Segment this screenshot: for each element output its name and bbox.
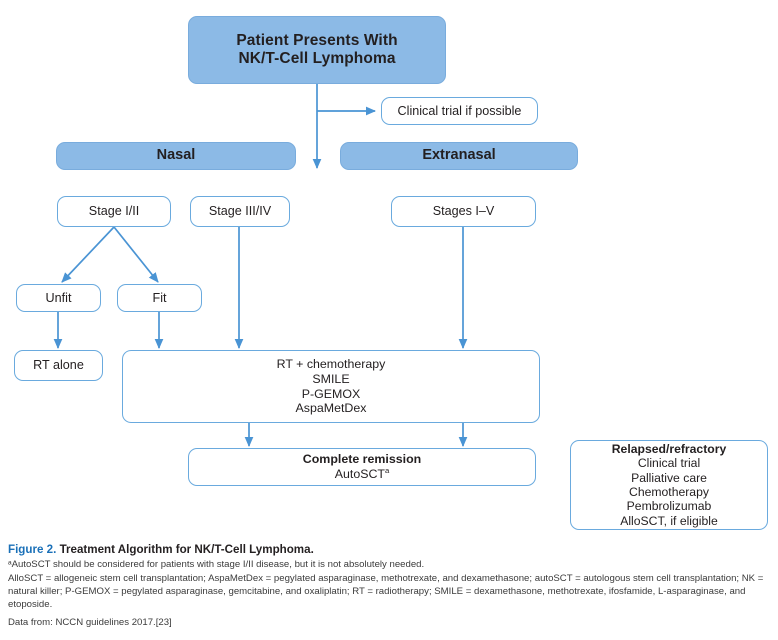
remission-footnote-marker: a [385, 465, 390, 475]
node-patient-presents: Patient Presents With NK/T-Cell Lymphoma [188, 16, 446, 84]
caption-title-text: Treatment Algorithm for NK/T-Cell Lympho… [59, 543, 314, 556]
caption-abbreviations: AlloSCT = allogeneic stem cell transplan… [8, 573, 764, 610]
relapsed-heading: Relapsed/refractory [611, 441, 727, 456]
relapsed-item-allosct: AlloSCT, if eligible [620, 513, 718, 528]
remission-line-autosct: AutoSCTa [193, 467, 531, 482]
remission-autosct-label: AutoSCT [334, 467, 385, 481]
node-therapy-regimens: RT + chemotherapy SMILE P-GEMOX AspaMetD… [122, 350, 540, 423]
node-unfit-text: Unfit [45, 290, 72, 305]
node-stage-3-4: Stage III/IV [190, 196, 290, 227]
node-therapy-regimens-text: RT + chemotherapy SMILE P-GEMOX AspaMetD… [123, 357, 539, 416]
node-rt-alone-text: RT alone [33, 358, 84, 373]
figure-caption: Figure 2. Treatment Algorithm for NK/T-C… [8, 543, 772, 630]
node-stage-3-4-text: Stage III/IV [208, 204, 272, 219]
caption-footnote: ᵃAutoSCT should be considered for patien… [8, 559, 425, 571]
node-complete-remission-text: Complete remission AutoSCTa [189, 452, 535, 481]
relapsed-item-clinical-trial: Clinical trial [637, 456, 701, 471]
caption-source: Data from: NCCN guidelines 2017.[23] [8, 617, 172, 629]
node-fit-text: Fit [152, 290, 167, 305]
node-unfit: Unfit [16, 284, 101, 312]
edge-stage12-to-fit [113, 226, 159, 283]
node-relapsed-refractory-text: Relapsed/refractory Clinical trial Palli… [571, 442, 767, 528]
edge-stage12-to-unfit [61, 226, 115, 283]
node-complete-remission: Complete remission AutoSCTa [188, 448, 536, 486]
node-stages-1-5: Stages I–V [391, 196, 536, 227]
node-stage-1-2-text: Stage I/II [88, 204, 140, 219]
therapy-line-rt-chemo: RT + chemotherapy [276, 357, 386, 372]
node-clinical-trial-text: Clinical trial if possible [397, 103, 522, 118]
therapy-line-aspametdex: AspaMetDex [295, 401, 367, 416]
node-stages-1-5-text: Stages I–V [432, 204, 495, 219]
node-nasal: Nasal [56, 142, 296, 170]
node-patient-presents-line1: Patient Presents With [236, 31, 398, 49]
node-stage-1-2: Stage I/II [57, 196, 171, 227]
node-patient-presents-line2: NK/T-Cell Lymphoma [238, 50, 396, 67]
relapsed-item-palliative-care: Palliative care [631, 470, 707, 485]
caption-title-line: Figure 2. Treatment Algorithm for NK/T-C… [8, 543, 772, 557]
node-clinical-trial: Clinical trial if possible [381, 97, 538, 125]
node-patient-presents-text: Patient Presents With NK/T-Cell Lymphoma [189, 32, 445, 69]
caption-figure-label: Figure 2. [8, 543, 57, 556]
node-rt-alone: RT alone [14, 350, 103, 381]
relapsed-item-pembrolizumab: Pembrolizumab [626, 499, 712, 514]
therapy-line-smile: SMILE [312, 371, 350, 386]
node-extranasal: Extranasal [340, 142, 578, 170]
node-fit: Fit [117, 284, 202, 312]
therapy-line-pgemox: P-GEMOX [301, 386, 361, 401]
node-relapsed-refractory: Relapsed/refractory Clinical trial Palli… [570, 440, 768, 530]
node-nasal-text: Nasal [156, 147, 196, 164]
relapsed-item-chemotherapy: Chemotherapy [629, 485, 709, 499]
node-extranasal-text: Extranasal [422, 147, 496, 164]
remission-line-heading: Complete remission [302, 452, 422, 467]
